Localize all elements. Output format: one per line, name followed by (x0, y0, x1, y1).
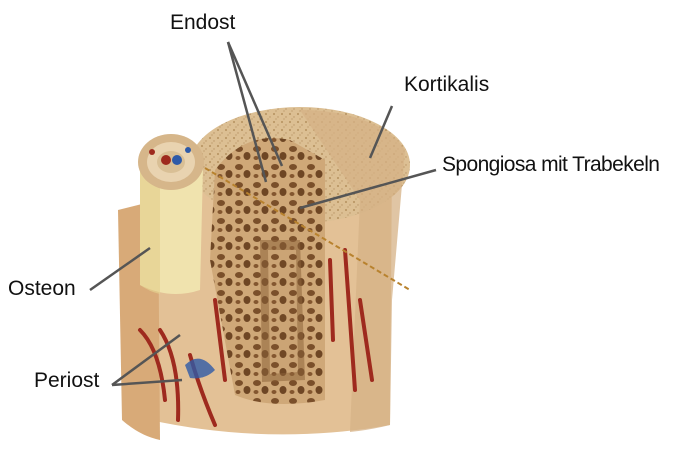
label-osteon: Osteon (8, 278, 76, 299)
label-kortikalis: Kortikalis (404, 74, 489, 95)
label-spongiosa: Spongiosa mit Trabekeln (442, 154, 659, 175)
osteon-cylinder (138, 134, 204, 294)
label-periost: Periost (34, 370, 99, 391)
label-endost: Endost (170, 12, 235, 33)
